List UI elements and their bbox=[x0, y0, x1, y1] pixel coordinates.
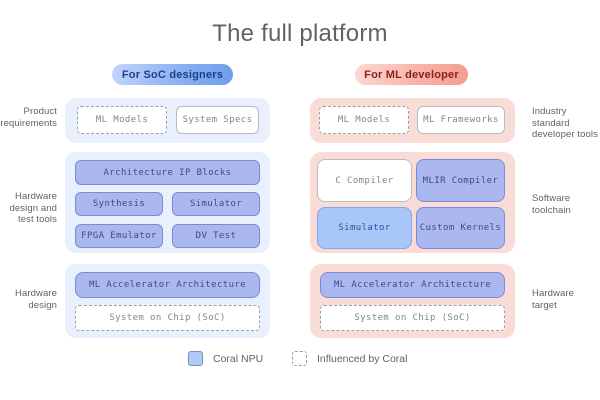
box-ml-mlir-compiler: MLIR Compiler bbox=[416, 159, 505, 202]
box-soc-simulator: Simulator bbox=[172, 192, 260, 216]
pill-soc-designers: For SoC designers bbox=[112, 64, 233, 85]
box-ml-ml-accelerator-architecture: ML Accelerator Architecture bbox=[320, 272, 505, 298]
legend-influenced-by-coral: Influenced by Coral bbox=[292, 351, 407, 366]
page-title: The full platform bbox=[212, 20, 388, 47]
box-soc-ml-accelerator-architecture: ML Accelerator Architecture bbox=[75, 272, 260, 298]
legend-influenced-label: Influenced by Coral bbox=[317, 352, 408, 365]
side-label-hardware-design-tools: Hardware design and test tools bbox=[9, 191, 57, 225]
box-soc-architecture-ip-blocks: Architecture IP Blocks bbox=[75, 160, 260, 185]
box-ml-ml-models: ML Models bbox=[319, 106, 409, 134]
box-ml-custom-kernels: Custom Kernels bbox=[416, 207, 505, 249]
side-label-industry-standard: Industry standard developer tools bbox=[532, 106, 598, 140]
box-soc-system-on-chip: System on Chip (SoC) bbox=[75, 305, 260, 331]
box-soc-fpga-emulator: FPGA Emulator bbox=[75, 224, 163, 248]
box-ml-c-compiler: C Compiler bbox=[317, 159, 412, 202]
box-ml-system-on-chip: System on Chip (SoC) bbox=[320, 305, 505, 331]
pill-ml-developer: For ML developer bbox=[355, 64, 468, 85]
influenced-by-coral-swatch-icon bbox=[292, 351, 307, 366]
side-label-hardware-target: Hardware target bbox=[532, 288, 574, 311]
legend-coral-npu: Coral NPU bbox=[188, 351, 263, 366]
box-soc-system-specs: System Specs bbox=[176, 106, 259, 134]
side-label-software-toolchain: Software toolchain bbox=[532, 193, 571, 216]
box-ml-ml-frameworks: ML Frameworks bbox=[417, 106, 505, 134]
coral-npu-swatch-icon bbox=[188, 351, 203, 366]
side-label-product-requirements: Product requirements bbox=[0, 106, 57, 129]
box-ml-simulator: Simulator bbox=[317, 207, 412, 249]
side-label-hardware-design: Hardware design bbox=[15, 288, 57, 311]
box-soc-ml-models: ML Models bbox=[77, 106, 167, 134]
legend-coral-npu-label: Coral NPU bbox=[213, 352, 264, 365]
box-soc-dv-test: DV Test bbox=[172, 224, 260, 248]
box-soc-synthesis: Synthesis bbox=[75, 192, 163, 216]
